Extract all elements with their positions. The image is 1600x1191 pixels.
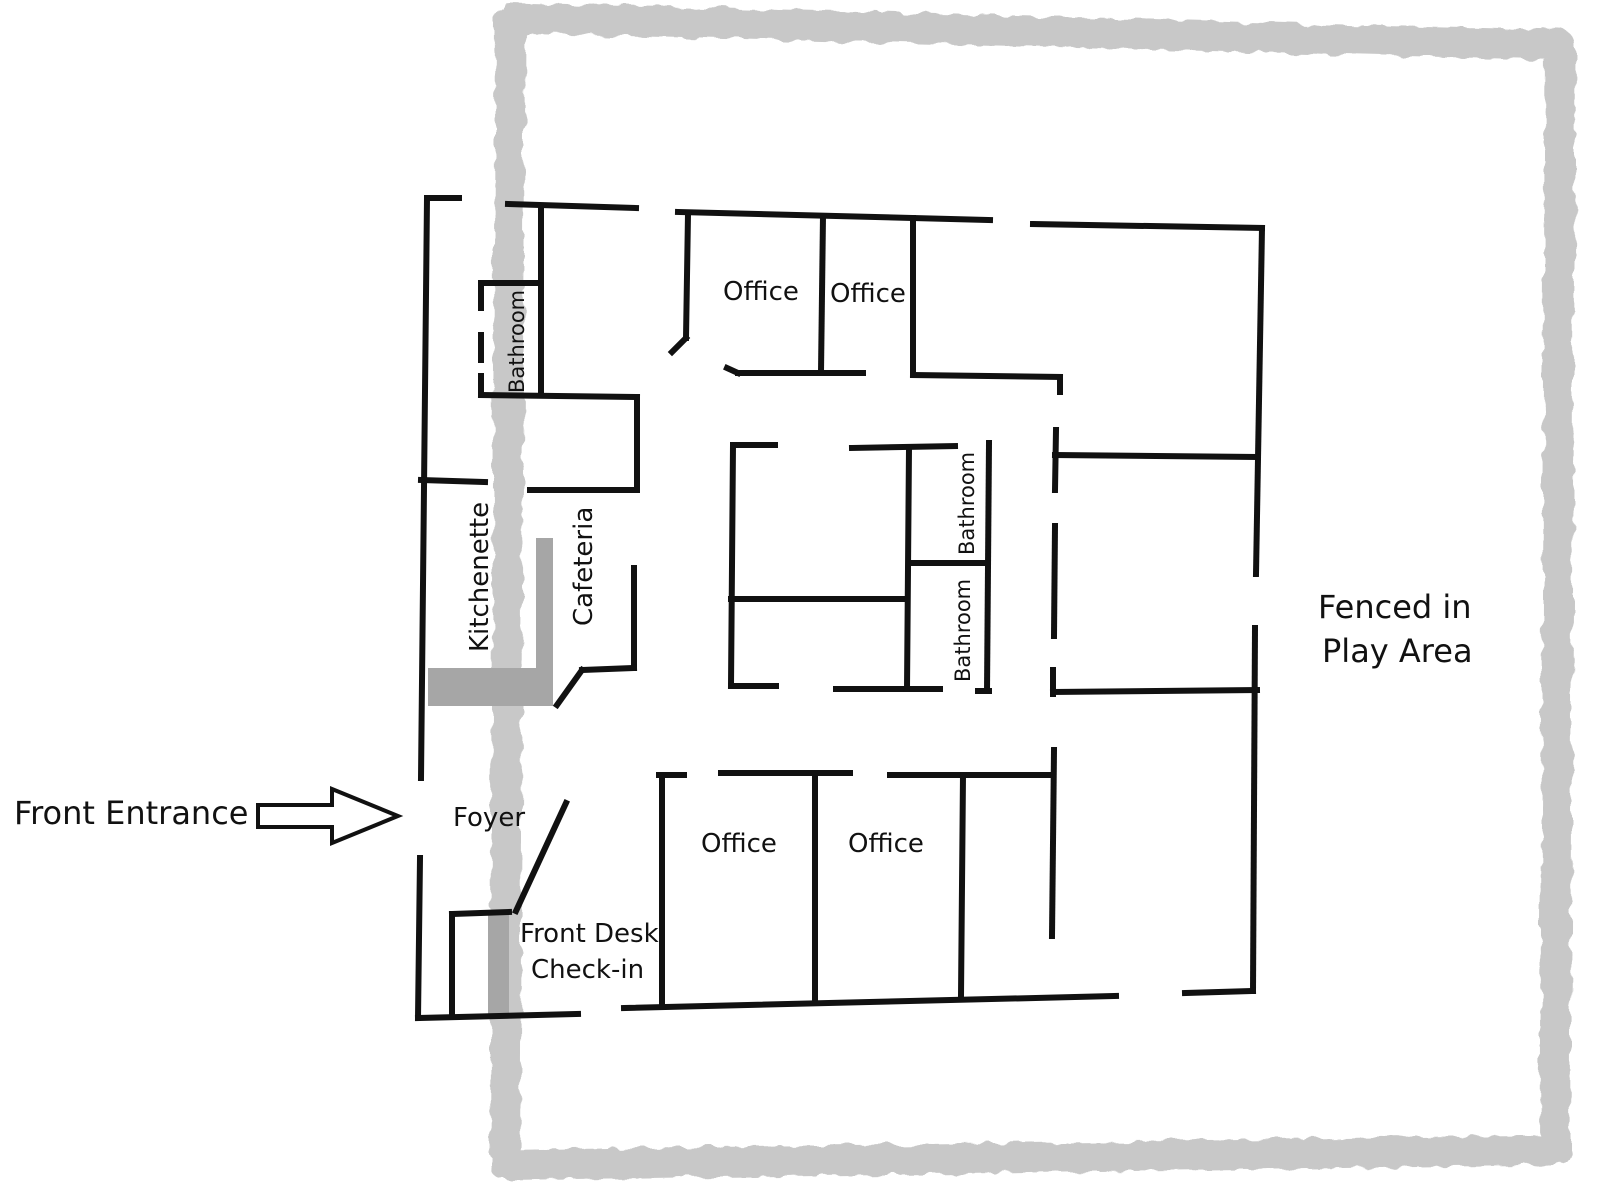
walls <box>414 194 1266 1022</box>
front-entrance-label: Front Entrance <box>14 794 248 832</box>
kitchenette-counter <box>428 538 553 706</box>
cafeteria-label: Cafeteria <box>569 507 599 626</box>
check-in-label: Check-in <box>531 955 644 985</box>
bathroom-center-lower-label: Bathroom <box>951 579 975 682</box>
office-top-2-label: Office <box>830 279 906 309</box>
bathroom-center-upper-label: Bathroom <box>955 452 979 555</box>
play-area-label-line2: Play Area <box>1322 632 1473 670</box>
front-desk-label: Front Desk <box>520 919 659 949</box>
foyer-label: Foyer <box>453 803 525 833</box>
office-top-1-label: Office <box>723 277 799 307</box>
fence-outline <box>490 3 1575 1180</box>
front-desk-counter <box>488 914 509 1014</box>
right-arrow-outline-icon <box>256 786 404 846</box>
kitchenette-label: Kitchenette <box>465 502 495 652</box>
office-bottom-2-label: Office <box>848 829 924 859</box>
play-area-label-line1: Fenced in <box>1318 588 1472 626</box>
bathroom-top-left-label: Bathroom <box>505 290 529 393</box>
office-bottom-1-label: Office <box>701 829 777 859</box>
